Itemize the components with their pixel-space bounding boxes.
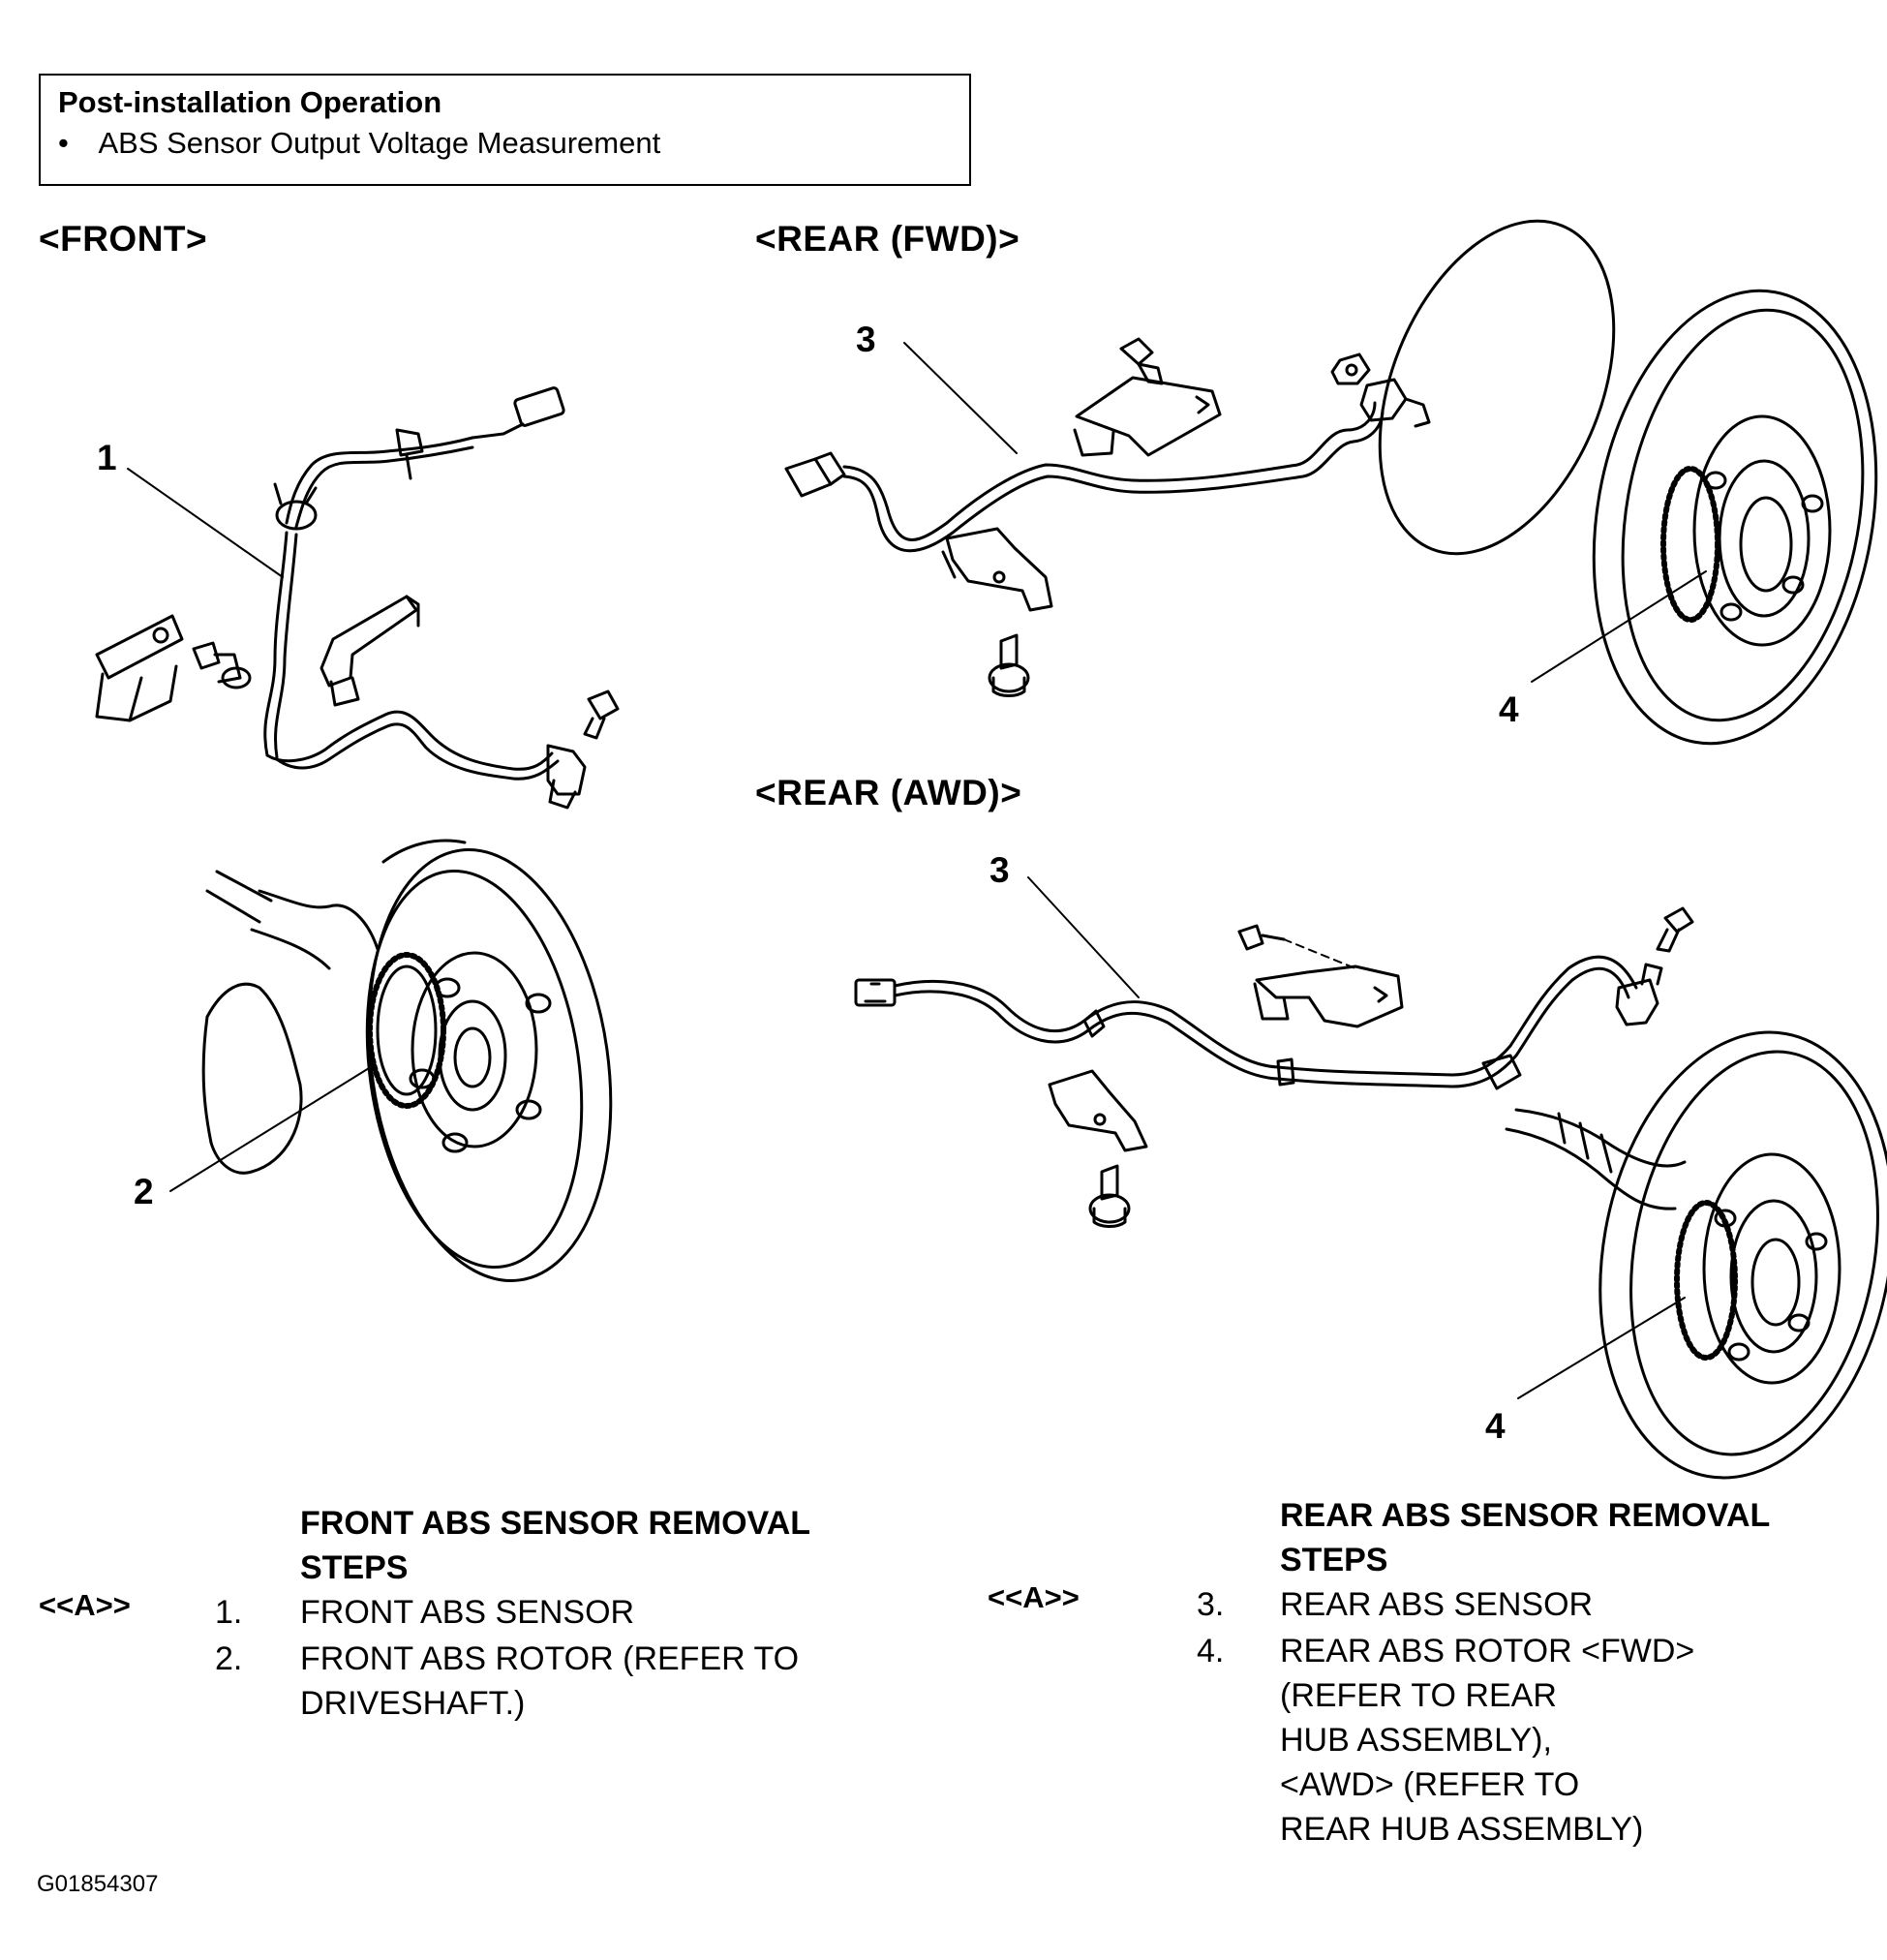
post-installation-item: • ABS Sensor Output Voltage Measurement [58,126,660,161]
rear-step-4-line4: <AWD> (REFER TO [1280,1766,1580,1803]
front-step-1-number: 1. [215,1594,243,1631]
front-step-2-number: 2. [215,1640,243,1677]
rear-fwd-drum [1531,289,1878,746]
front-steps-title-line1: FRONT ABS SENSOR REMOVAL [300,1505,811,1542]
rear-step-4-line2: (REFER TO REAR [1280,1677,1557,1714]
view-label-rear-fwd: <REAR (FWD)> [755,219,1020,259]
callout-2: 2 [134,1172,154,1211]
rear-step-4-number: 4. [1197,1633,1225,1669]
rear-awd-drum [1505,1030,1887,1480]
rear-step-4-line5: REAR HUB ASSEMBLY) [1280,1811,1644,1848]
rear-steps-marker: <<A>> [988,1580,1080,1614]
post-installation-box [39,74,971,186]
rear-step-4-text: REAR ABS ROTOR <FWD> (REFER TO REAR HUB … [1280,1629,1694,1852]
rear-steps-title-line2: STEPS [1280,1542,1388,1578]
callout-1: 1 [97,438,117,477]
rear-step-3-text: REAR ABS SENSOR [1280,1586,1594,1623]
rear-step-4-line3: HUB ASSEMBLY), [1280,1722,1552,1759]
rear-steps-title: REAR ABS SENSOR REMOVAL STEPS [1280,1493,1770,1582]
rear-step-4-line1: REAR ABS ROTOR <FWD> [1280,1633,1695,1669]
front-steps-marker: <<A>> [39,1588,131,1622]
post-installation-title: Post-installation Operation [58,85,442,119]
front-hub-and-rotor [169,839,613,1282]
bullet: • [58,126,69,160]
callout-3-awd: 3 [989,850,1010,890]
view-label-front: <FRONT> [39,219,208,259]
post-installation-item-text: ABS Sensor Output Voltage Measurement [98,126,661,160]
figure-id: G01854307 [37,1871,159,1897]
front-step-2-line2: DRIVESHAFT.) [300,1685,526,1722]
front-abs-sensor-harness [95,386,620,810]
callout-4-awd: 4 [1485,1406,1506,1446]
callout-4-fwd: 4 [1499,689,1519,729]
rear-step-3-number: 3. [1197,1586,1225,1623]
rear-fwd-harness [784,219,1616,697]
callout-3-fwd: 3 [856,320,876,359]
front-step-1-text: FRONT ABS SENSOR [300,1594,635,1631]
rear-steps-title-line1: REAR ABS SENSOR REMOVAL [1280,1497,1771,1534]
front-step-2-line1: FRONT ABS ROTOR (REFER TO [300,1640,800,1677]
front-steps-title: FRONT ABS SENSOR REMOVAL STEPS [300,1501,810,1590]
front-steps-title-line2: STEPS [300,1549,409,1586]
front-step-2-text: FRONT ABS ROTOR (REFER TO DRIVESHAFT.) [300,1637,799,1726]
view-label-rear-awd: <REAR (AWD)> [755,773,1022,812]
rear-awd-harness [854,876,1694,1228]
